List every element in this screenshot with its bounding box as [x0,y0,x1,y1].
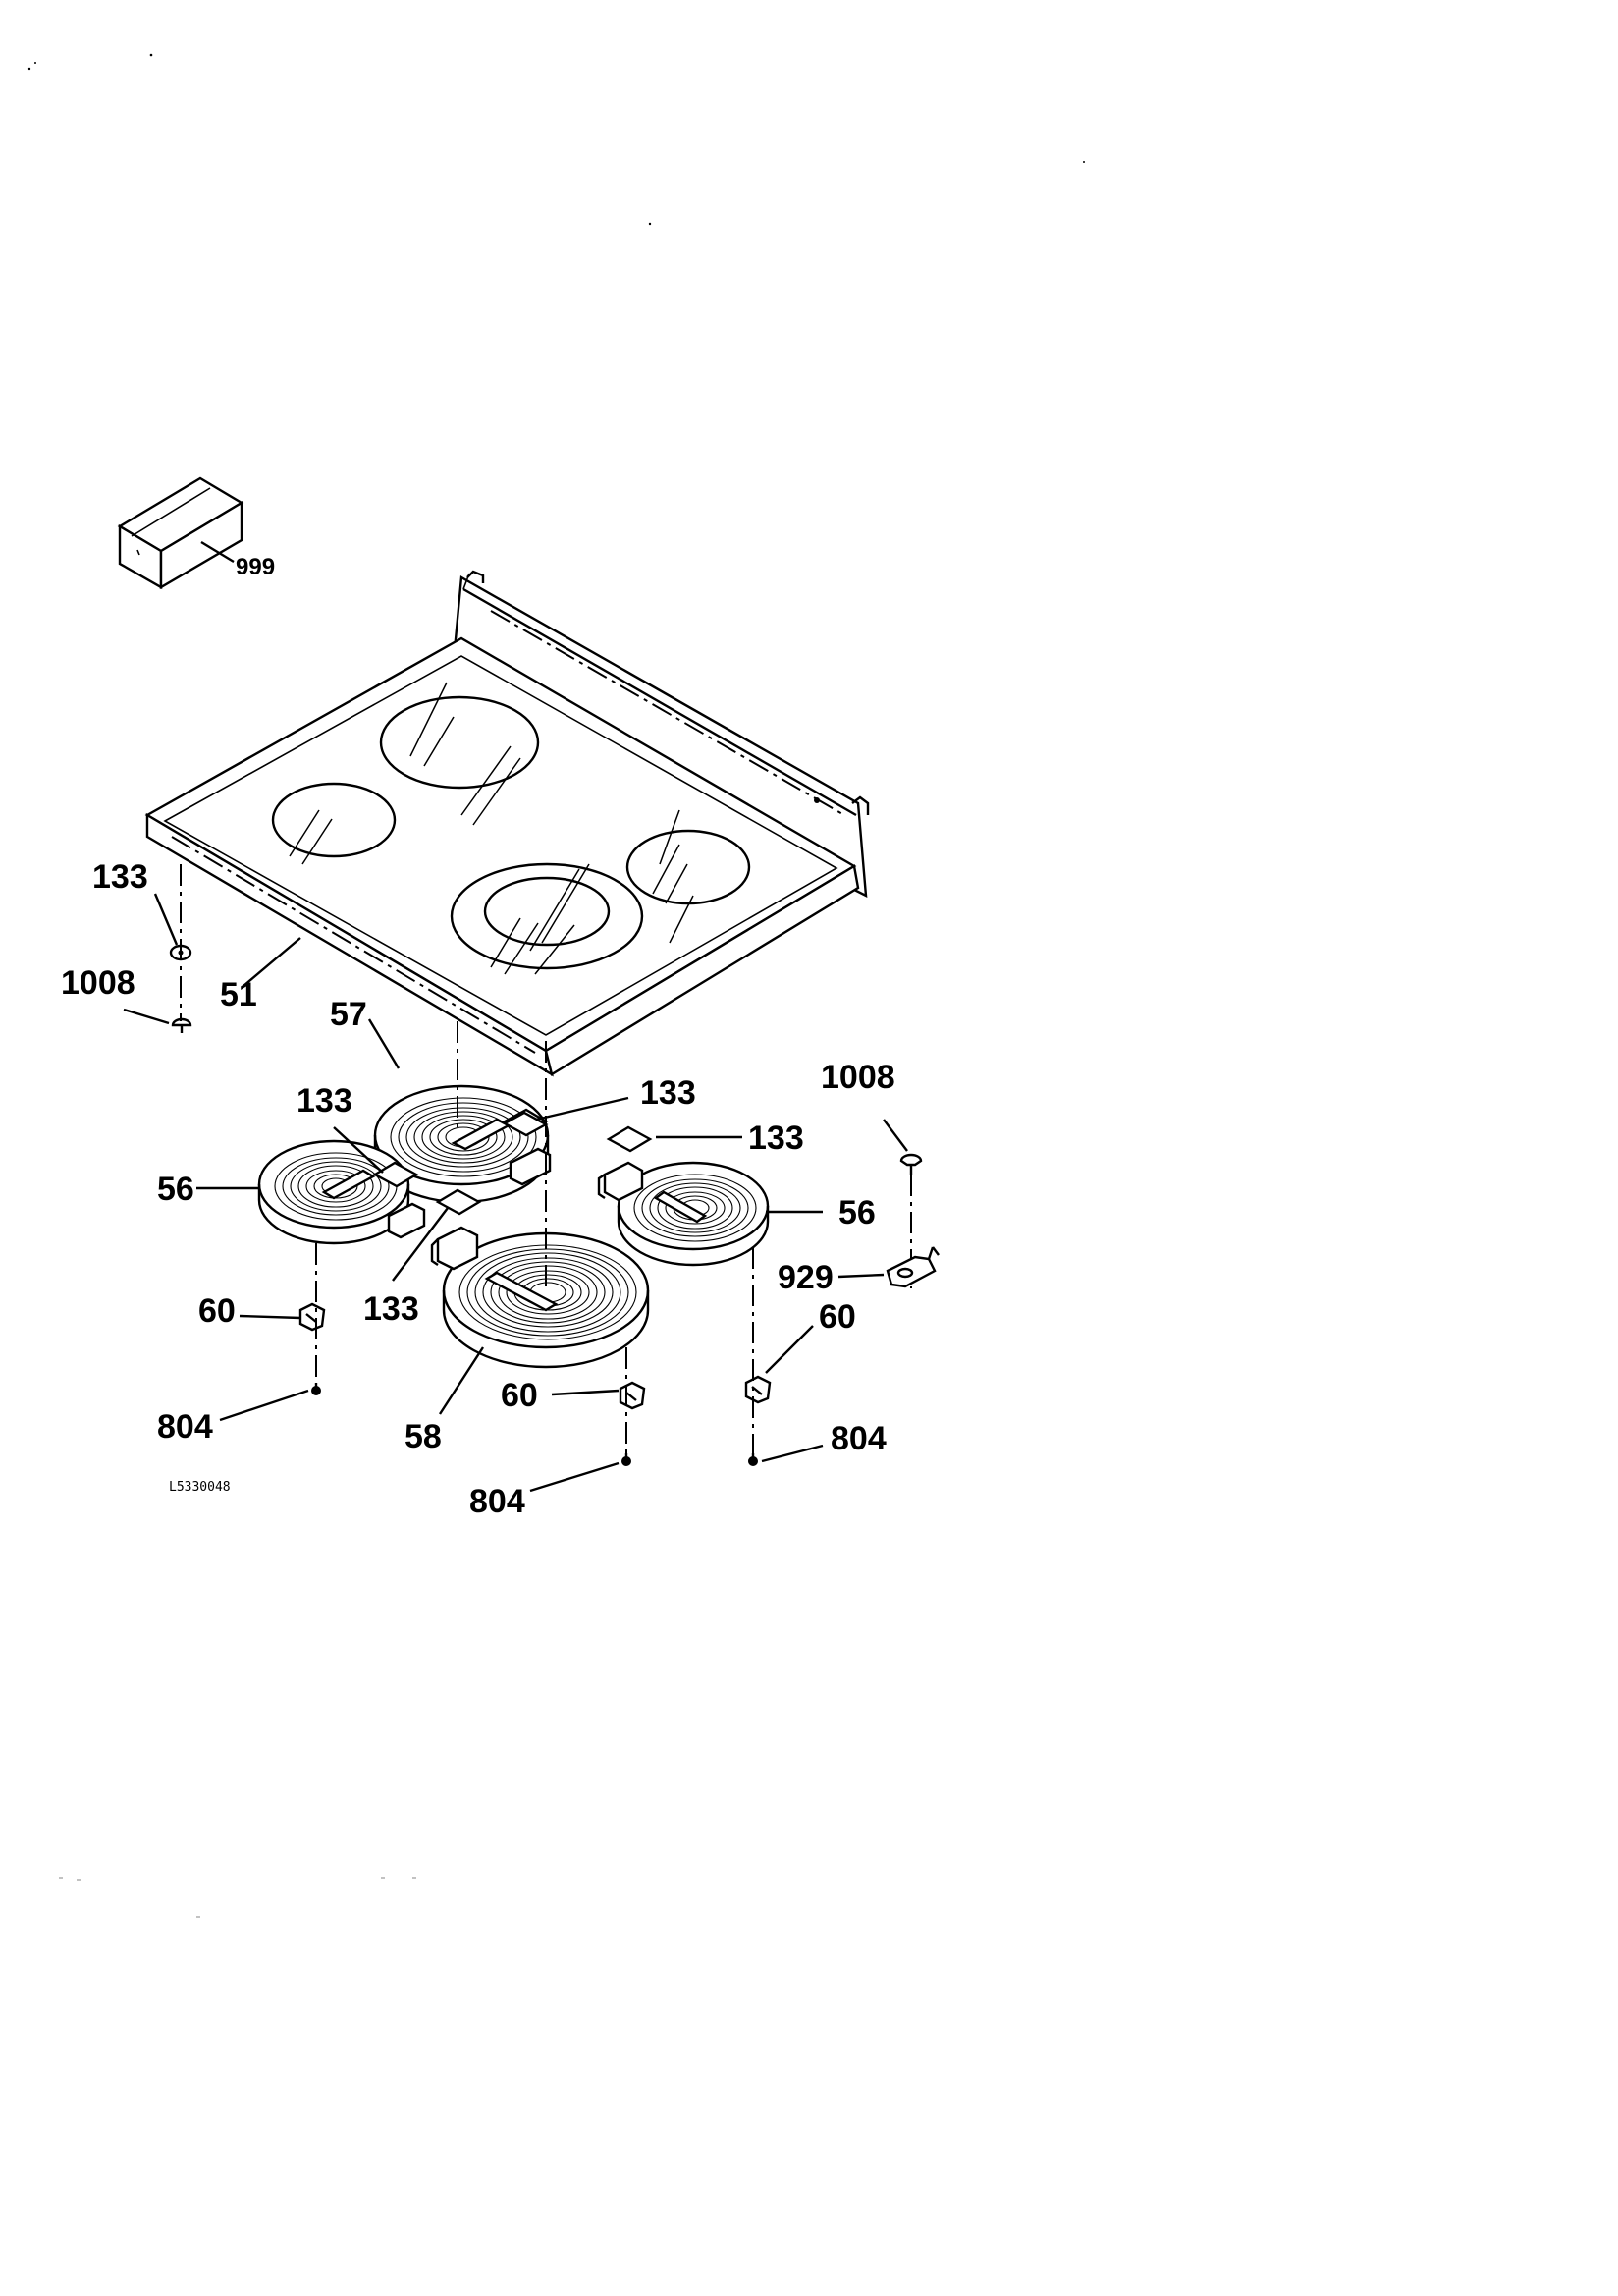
bracket-929 [886,1246,940,1288]
screw-804-right [748,1453,758,1466]
screw-1008-right [899,1153,923,1175]
label-57: 57 [330,996,367,1033]
limiter-pad-133-lower [435,1188,482,1216]
clip-60-right [744,1375,772,1404]
scan-specks [27,53,1085,226]
limiter-pad-133-right [606,1125,653,1153]
label-56-right: 56 [838,1194,876,1231]
literature-box-999 [117,476,244,590]
glass-reflection-lines [289,682,694,975]
screw-804-center [621,1453,631,1466]
label-56-left: 56 [157,1171,194,1208]
scan-noise [59,1877,416,1918]
element-coil-58 [458,1244,637,1340]
label-60-center: 60 [501,1377,538,1414]
label-804-right: 804 [831,1420,887,1457]
leader-lines [123,893,908,1493]
label-1008-right: 1008 [821,1059,895,1096]
label-929: 929 [778,1259,834,1296]
radiant-element-58 [430,1226,650,1369]
label-804-center: 804 [469,1483,525,1520]
label-133-center: 133 [640,1074,696,1112]
element-coil-56-right [633,1174,757,1242]
label-133-left-burner: 133 [297,1082,352,1120]
screw-1008-left [171,1017,192,1033]
label-60-right: 60 [819,1298,856,1336]
clip-60-center [619,1381,646,1410]
label-51: 51 [220,976,257,1013]
label-133-topleft: 133 [92,858,148,896]
label-133-lower: 133 [363,1290,419,1328]
label-1008-left: 1008 [61,964,135,1002]
radiant-element-57 [373,1084,552,1204]
assembly-center-lines [315,1021,754,1455]
label-58: 58 [404,1418,442,1455]
cooktop-maintop-51 [144,570,870,1077]
label-60-left: 60 [198,1292,236,1330]
clip-60-left [298,1302,326,1332]
label-133-right: 133 [748,1120,804,1157]
radiant-element-56-right [597,1161,770,1267]
drawing-code: L5330048 [169,1480,231,1495]
label-999: 999 [236,554,275,580]
label-804-left: 804 [157,1408,213,1446]
screw-804-left [311,1383,321,1395]
limiter-pad-133-left [372,1161,419,1188]
